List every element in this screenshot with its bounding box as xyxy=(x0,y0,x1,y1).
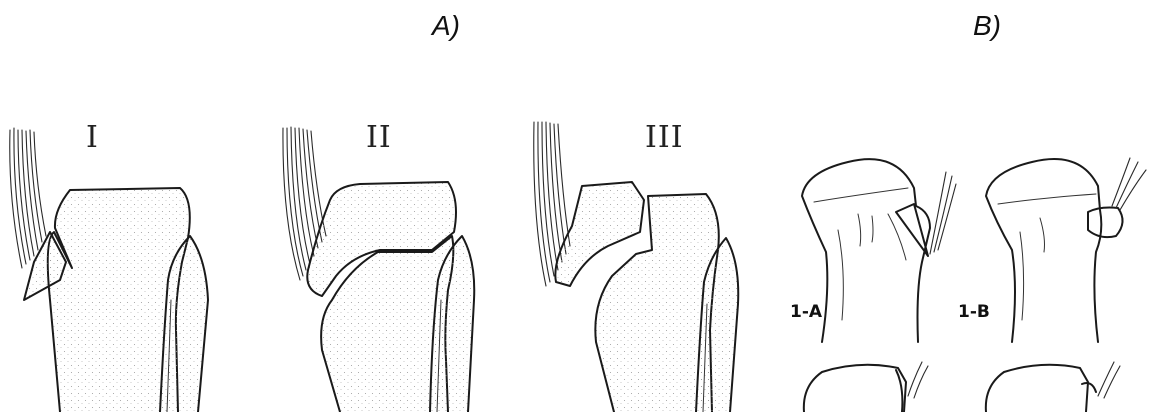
subtype-1b-diagram xyxy=(986,158,1146,342)
subtype-lower-right-diagram xyxy=(986,362,1120,412)
type-iii-diagram xyxy=(534,122,739,412)
subtype-1a-diagram xyxy=(802,159,956,342)
subtype-1a-bone xyxy=(802,159,930,342)
subtype-1b-fragment xyxy=(1088,208,1123,238)
type-ii-diagram xyxy=(283,127,474,412)
subtype-lower-left-diagram xyxy=(804,362,928,412)
subtype-1b-bone xyxy=(986,159,1101,342)
type-i-tendon xyxy=(10,128,46,268)
type-i-diagram xyxy=(10,128,208,412)
